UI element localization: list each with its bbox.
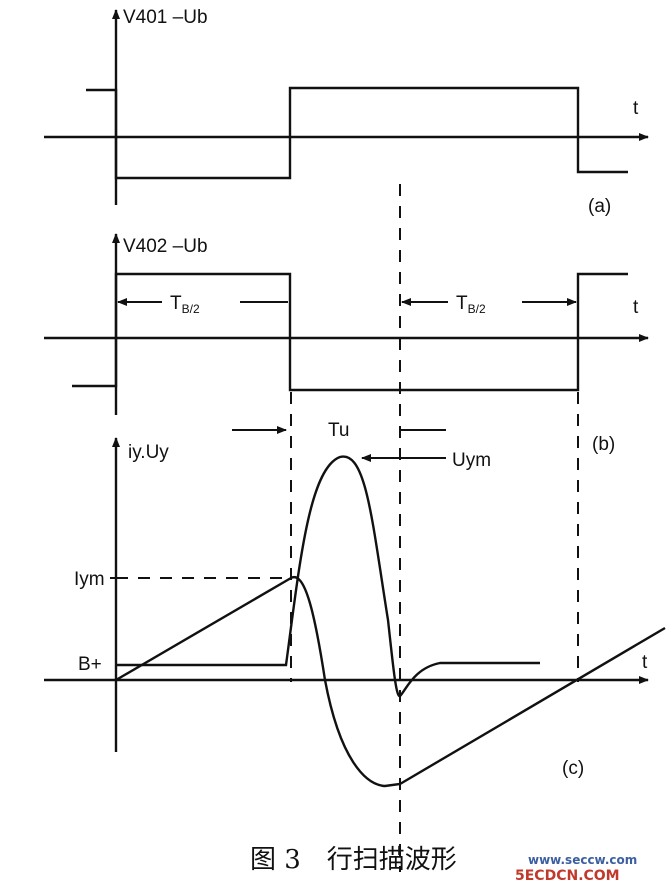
panel-a [44,9,649,205]
uym-label: Uym [452,450,491,471]
panel-c-annotation-arrows [232,426,446,462]
panel-b-square-wave [72,272,628,392]
iym-label: Iym [74,569,105,590]
dashed-guides [116,184,579,872]
panel-a-t-label: t [633,98,639,119]
panel-b-t-label: t [633,297,639,318]
panel-c-tag: (c) [562,758,584,779]
panel-a-square-wave [86,86,628,180]
panel-b-signal-label: V402 –Ub [123,236,208,257]
panel-a-tag: (a) [588,196,611,217]
panel-c-t-label: t [642,652,648,673]
half-period-right-label: TB/2 [456,293,486,316]
panel-a-signal-label: V401 –Ub [123,7,208,28]
figure-caption: 图 3 行扫描波形 [250,845,457,875]
current-waveform-iy [115,575,666,788]
b-plus-label: B+ [78,654,102,675]
voltage-waveform-uy [116,455,540,698]
watermark-url: www.seccw.com [528,853,637,867]
panel-c-y-axis-label: iy.Uy [128,442,169,463]
panel-c [44,437,666,788]
tu-label: Tu [328,420,349,441]
panel-b-tag: (b) [592,434,615,455]
panel-b [44,233,649,415]
watermark-logo: 5ECDCN.COM [515,868,620,884]
half-period-left-label: TB/2 [170,293,200,316]
